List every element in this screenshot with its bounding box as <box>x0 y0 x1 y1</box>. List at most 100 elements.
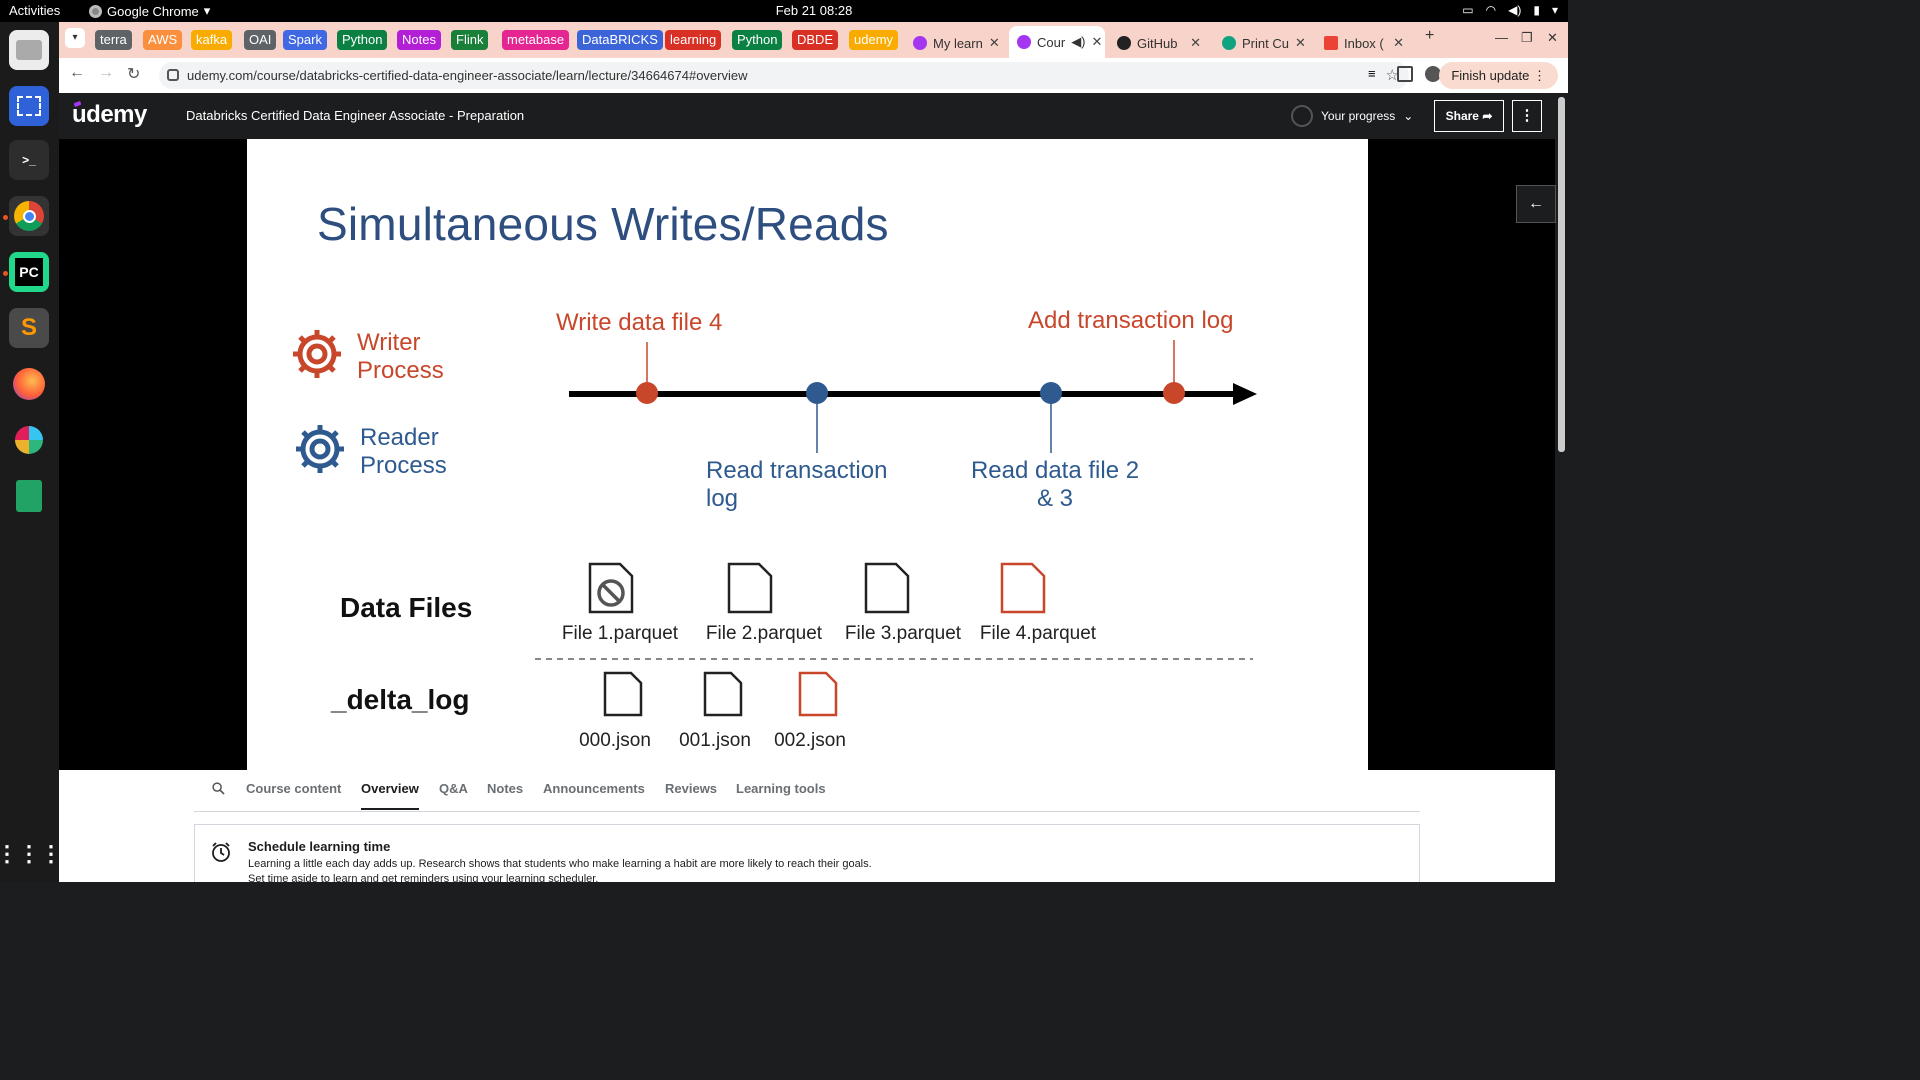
more-options-button[interactable]: ⋮ <box>1512 100 1542 132</box>
slack-icon[interactable] <box>9 420 49 460</box>
sublime-icon[interactable]: S <box>9 308 49 348</box>
app-menu[interactable]: Google Chrome ▾ <box>89 3 210 19</box>
running-indicator <box>3 215 8 220</box>
tab-overview[interactable]: Overview <box>361 781 419 810</box>
tab-group-8[interactable]: metabase <box>502 30 570 50</box>
log-file-label: 001.json <box>679 730 751 751</box>
tab-group-10[interactable]: learning <box>665 30 722 50</box>
tab-group-12[interactable]: DBDE <box>792 30 839 50</box>
tab-title: Cour <box>1037 34 1066 50</box>
clock[interactable]: Feb 21 08:28 <box>775 3 853 18</box>
read-files-event-dot <box>1040 382 1062 404</box>
tab-announcements[interactable]: Announcements <box>543 781 645 796</box>
minimize-button[interactable]: — <box>1495 30 1508 45</box>
course-title[interactable]: Databricks Certified Data Engineer Assoc… <box>186 108 525 123</box>
forward-button[interactable]: → <box>98 64 114 81</box>
read-log-event-dot <box>806 382 828 404</box>
close-icon[interactable]: ✕ <box>988 35 1000 50</box>
page-scrollbar[interactable] <box>1555 93 1568 882</box>
tab-learning-tools[interactable]: Learning tools <box>736 781 826 796</box>
file-new-icon <box>1000 562 1046 614</box>
desktop: Activities Google Chrome ▾ Feb 21 08:28 … <box>0 0 1568 882</box>
gmail-favicon-icon <box>1324 36 1338 50</box>
tab-title: My learn <box>933 35 983 51</box>
delta-log-label: _delta_log <box>331 684 470 715</box>
screen-icon: ▭ <box>1462 3 1474 17</box>
system-top-bar: Activities Google Chrome ▾ Feb 21 08:28 … <box>0 0 1568 22</box>
write-event-dot <box>636 382 658 404</box>
spreadsheet-icon[interactable] <box>9 476 49 516</box>
tab-reviews[interactable]: Reviews <box>665 781 718 796</box>
new-tab-button[interactable]: + <box>1425 27 1435 44</box>
gear-icon <box>293 330 341 378</box>
add-log-event-label: Add transaction log <box>1028 307 1234 334</box>
media-controls-icon[interactable]: ≡ <box>1368 66 1376 81</box>
share-button[interactable]: Share ➦ <box>1434 100 1504 132</box>
chrome-icon[interactable] <box>9 196 49 236</box>
close-window-button[interactable]: ✕ <box>1547 30 1558 45</box>
tab-group-1[interactable]: AWS <box>143 30 183 50</box>
activities-button[interactable]: Activities <box>9 3 61 18</box>
tab-group-4[interactable]: Spark <box>283 30 327 50</box>
tab-inbox[interactable]: Inbox ( ✕ <box>1316 28 1412 58</box>
file-icon <box>703 671 743 717</box>
tab-notes[interactable]: Notes <box>487 781 524 796</box>
tab-course-content[interactable]: Course content <box>246 781 342 796</box>
lecture-tabs: Course content Overview Q&A Notes Announ… <box>194 770 1420 812</box>
tab-group-11[interactable]: Python <box>732 30 783 50</box>
trophy-icon <box>1291 105 1313 127</box>
side-panel-icon[interactable] <box>1397 66 1413 82</box>
tab-group-7[interactable]: Flink <box>451 30 489 50</box>
close-icon[interactable]: ✕ <box>1190 35 1201 50</box>
video-player[interactable]: Simultaneous Writes/Reads Writer Process… <box>59 139 1556 770</box>
screenshot-icon[interactable] <box>9 86 49 126</box>
back-button[interactable]: ← <box>69 64 85 81</box>
tab-print[interactable]: Print Cu ✕ <box>1214 28 1312 58</box>
tab-course[interactable]: Cour ◀) ✕ <box>1009 26 1105 58</box>
tab-github[interactable]: GitHub ✕ <box>1109 28 1209 58</box>
tab-group-13[interactable]: udemy <box>849 30 899 50</box>
maximize-button[interactable]: ❐ <box>1521 30 1533 45</box>
finish-update-button[interactable]: Finish update ⋮ <box>1439 62 1558 89</box>
bookmark-star-icon[interactable]: ☆ <box>1385 67 1399 84</box>
site-info-icon[interactable] <box>167 69 179 81</box>
speaker-icon[interactable]: ◀) <box>1071 34 1086 49</box>
profile-avatar-icon[interactable] <box>1425 66 1441 82</box>
close-icon[interactable]: ✕ <box>1294 35 1306 50</box>
dock: >_ PC S ⋮⋮⋮ <box>0 22 62 882</box>
tab-my-learning[interactable]: My learn ✕ <box>905 28 1005 58</box>
terminal-icon[interactable]: >_ <box>9 140 49 180</box>
pycharm-icon[interactable]: PC <box>9 252 49 292</box>
tab-group-5[interactable]: Python <box>337 30 388 50</box>
app-grid-icon[interactable]: ⋮⋮⋮ <box>0 841 62 866</box>
data-file-label: File 3.parquet <box>844 623 962 644</box>
chrome-icon <box>89 4 102 18</box>
wifi-icon: ◠ <box>1485 3 1497 17</box>
running-indicator <box>3 271 8 276</box>
files-icon[interactable] <box>9 30 49 70</box>
close-icon[interactable]: ✕ <box>1091 34 1103 49</box>
firefox-icon[interactable] <box>9 364 49 404</box>
lecture-slide: Simultaneous Writes/Reads Writer Process… <box>247 139 1368 770</box>
tab-search-icon[interactable]: ▾ <box>65 28 85 48</box>
chevron-down-icon: ⌄ <box>1403 109 1414 123</box>
log-file-label: 002.json <box>774 730 846 751</box>
tab-group-2[interactable]: kafka <box>191 30 233 50</box>
udemy-logo[interactable]: udemy <box>72 100 147 128</box>
data-file-label: File 1.parquet <box>561 623 679 644</box>
chrome-toolbar: ← → ↻ udemy.com/course/databricks-certif… <box>59 58 1568 93</box>
url-text: udemy.com/course/databricks-certified-da… <box>187 68 748 83</box>
address-bar[interactable]: udemy.com/course/databricks-certified-da… <box>159 62 1409 89</box>
progress-dropdown[interactable]: Your progress ⌄ <box>1291 105 1413 127</box>
tab-qa[interactable]: Q&A <box>439 781 468 796</box>
tab-group-6[interactable]: Notes <box>397 30 441 50</box>
system-tray[interactable]: ▭ ◠ ◀) ▮ ▾ <box>1462 3 1558 17</box>
expand-sidebar-button[interactable]: ← <box>1516 185 1556 223</box>
tab-group-9[interactable]: DataBRICKS <box>577 30 663 50</box>
search-icon[interactable] <box>212 782 225 795</box>
tab-group-3[interactable]: OAI <box>244 30 277 50</box>
close-icon[interactable]: ✕ <box>1393 35 1404 50</box>
tab-title: Print Cu <box>1242 35 1289 51</box>
tab-group-0[interactable]: terra <box>95 30 132 50</box>
reload-button[interactable]: ↻ <box>127 66 141 83</box>
